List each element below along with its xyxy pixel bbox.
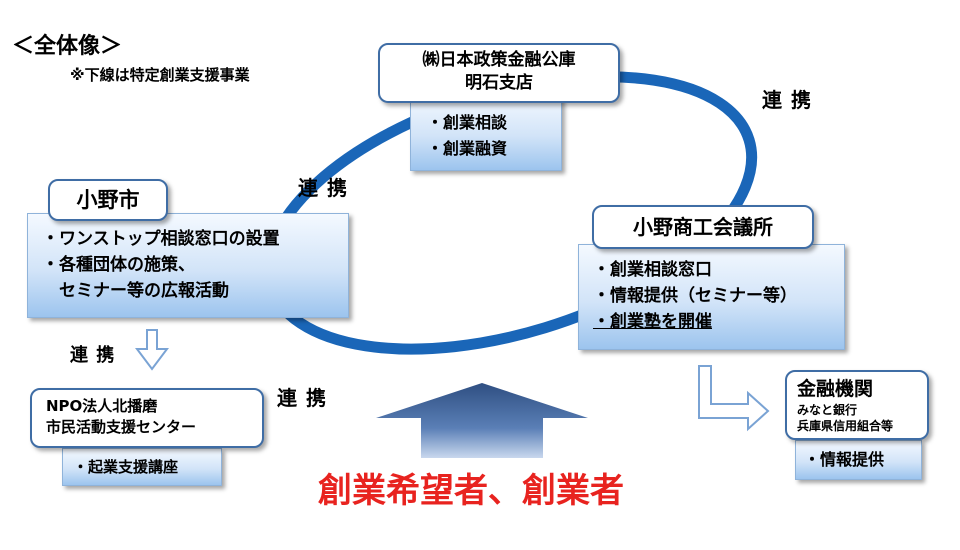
underline-note: ※下線は特定創業支援事業 xyxy=(70,66,250,84)
finance-sub2: 兵庫県信用組合等 xyxy=(797,419,894,433)
down-arrow-icon xyxy=(135,329,169,371)
finance-item: ・情報提供 xyxy=(804,450,885,469)
chamber-item: ・創業塾を開催 xyxy=(593,312,712,332)
ono-city-item: ・各種団体の施策、 xyxy=(42,255,195,275)
finance-sub1: みなと銀行 xyxy=(797,403,858,417)
npo-header-line2: 市民活動支援センター xyxy=(46,418,197,436)
jfc-item: ・創業融資 xyxy=(427,139,508,158)
chamber-header: 小野商工会議所 xyxy=(592,205,814,249)
link-label-ono-npo: 連 携 xyxy=(70,345,116,366)
ono-city-item: セミナー等の広報活動 xyxy=(42,281,229,301)
npo-item: ・起業支援講座 xyxy=(73,458,179,476)
ono-city-item: ・ワンストップ相談窓口の設置 xyxy=(42,229,280,249)
npo-header: NPO法人北播磨 市民活動支援センター xyxy=(30,388,264,448)
jfc-body: ・創業相談 ・創業融資 xyxy=(410,93,562,171)
chamber-item: ・情報提供（セミナー等） xyxy=(593,286,797,306)
link-label-ono-jfc: 連 携 xyxy=(298,176,348,200)
chamber-body: ・創業相談窓口 ・情報提供（セミナー等） ・創業塾を開催 xyxy=(578,244,845,350)
chamber-item: ・創業相談窓口 xyxy=(593,260,712,280)
jfc-header-line1: ㈱日本政策金融公庫 xyxy=(422,50,576,70)
jfc-header: ㈱日本政策金融公庫 明石支店 xyxy=(378,43,620,103)
page-title: ＜全体像＞ xyxy=(12,34,123,59)
big-up-arrow-icon xyxy=(376,383,588,458)
ono-city-body: ・ワンストップ相談窓口の設置 ・各種団体の施策、 セミナー等の広報活動 xyxy=(27,213,349,318)
finance-header: 金融機関 みなと銀行 兵庫県信用組合等 xyxy=(785,370,929,440)
link-label-ono-chamber: 連 携 xyxy=(277,386,327,410)
npo-body: ・起業支援講座 xyxy=(62,448,222,486)
ono-city-header: 小野市 xyxy=(48,179,168,221)
finance-body: ・情報提供 xyxy=(795,440,922,480)
l-arrow-icon xyxy=(698,365,770,432)
jfc-item: ・創業相談 xyxy=(427,113,508,132)
npo-header-line1: NPO法人北播磨 xyxy=(46,397,158,415)
link-label-jfc-chamber: 連 携 xyxy=(762,88,812,112)
target-entrepreneurs: 創業希望者、創業者 xyxy=(318,471,624,511)
jfc-header-line2: 明石支店 xyxy=(465,73,533,93)
finance-header-title: 金融機関 xyxy=(797,378,874,400)
